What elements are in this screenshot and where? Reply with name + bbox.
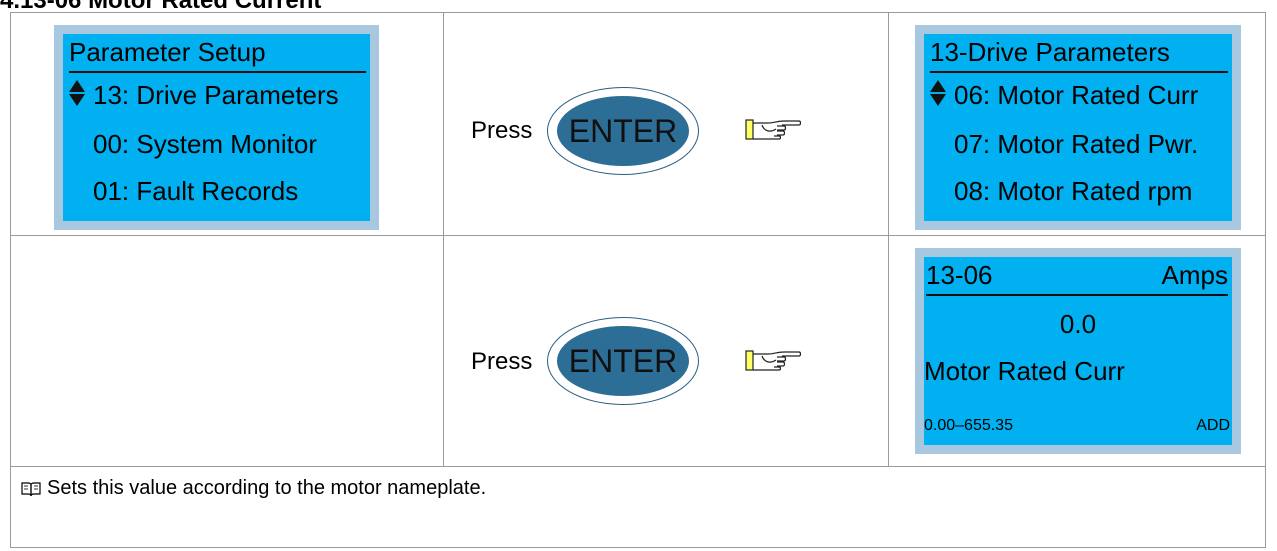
menu-line: 07: Motor Rated Pwr. bbox=[954, 129, 1199, 159]
up-down-arrow-icon bbox=[930, 80, 946, 110]
param-value: 0.0 bbox=[1059, 309, 1097, 339]
param-range: 0.00–655.35 bbox=[924, 417, 1013, 434]
procedure-table: Parameter Setup 13: Drive Parameters 00:… bbox=[10, 12, 1266, 548]
press-label: Press bbox=[471, 348, 533, 375]
menu-line: 13: Drive Parameters bbox=[93, 80, 339, 110]
lcd-display-drive-parameters: 13-Drive Parameters 06: Motor Rated Curr… bbox=[915, 25, 1241, 230]
param-code: 13-06 bbox=[926, 260, 993, 290]
pointing-hand-icon bbox=[745, 350, 802, 371]
book-icon bbox=[21, 482, 41, 496]
mode-label: ADD bbox=[1196, 417, 1230, 434]
menu-line: 06: Motor Rated Curr bbox=[954, 80, 1199, 110]
row1-right-cell: 13-Drive Parameters 06: Motor Rated Curr… bbox=[888, 12, 1266, 236]
lcd-header: 13-Drive Parameters bbox=[930, 34, 1228, 73]
row2-left-cell bbox=[10, 235, 444, 467]
note-text: Sets this value according to the motor n… bbox=[47, 477, 487, 499]
enter-button-label: ENTER bbox=[557, 96, 689, 166]
row2-middle-cell: Press ENTER bbox=[443, 235, 889, 467]
note-cell: Sets this value according to the motor n… bbox=[10, 466, 1266, 548]
row2-right-cell: 13-06 Amps 0.0 Motor Rated Curr 0.00–655… bbox=[888, 235, 1266, 467]
param-name: Motor Rated Curr bbox=[924, 356, 1125, 386]
lcd-display-motor-rated-current: 13-06 Amps 0.0 Motor Rated Curr 0.00–655… bbox=[915, 248, 1241, 454]
enter-button-label: ENTER bbox=[557, 326, 689, 396]
lcd-header: 13-06 Amps bbox=[926, 257, 1228, 296]
row1-left-cell: Parameter Setup 13: Drive Parameters 00:… bbox=[10, 12, 444, 236]
enter-button[interactable]: ENTER bbox=[547, 317, 699, 405]
unit-label: Amps bbox=[1161, 260, 1228, 290]
press-label: Press bbox=[471, 117, 533, 144]
up-down-arrow-icon bbox=[69, 80, 85, 110]
pointing-hand-icon bbox=[745, 119, 802, 140]
lcd-header: Parameter Setup bbox=[69, 34, 366, 73]
enter-button[interactable]: ENTER bbox=[547, 87, 699, 175]
lcd-display-parameter-setup: Parameter Setup 13: Drive Parameters 00:… bbox=[54, 25, 379, 230]
note: Sets this value according to the motor n… bbox=[21, 477, 486, 500]
section-title: 4.13-06 Motor Rated Current bbox=[0, 0, 322, 14]
menu-line: 00: System Monitor bbox=[93, 129, 317, 159]
row1-middle-cell: Press ENTER bbox=[443, 12, 889, 236]
menu-line: 08: Motor Rated rpm bbox=[954, 176, 1193, 206]
menu-line: 01: Fault Records bbox=[93, 176, 299, 206]
